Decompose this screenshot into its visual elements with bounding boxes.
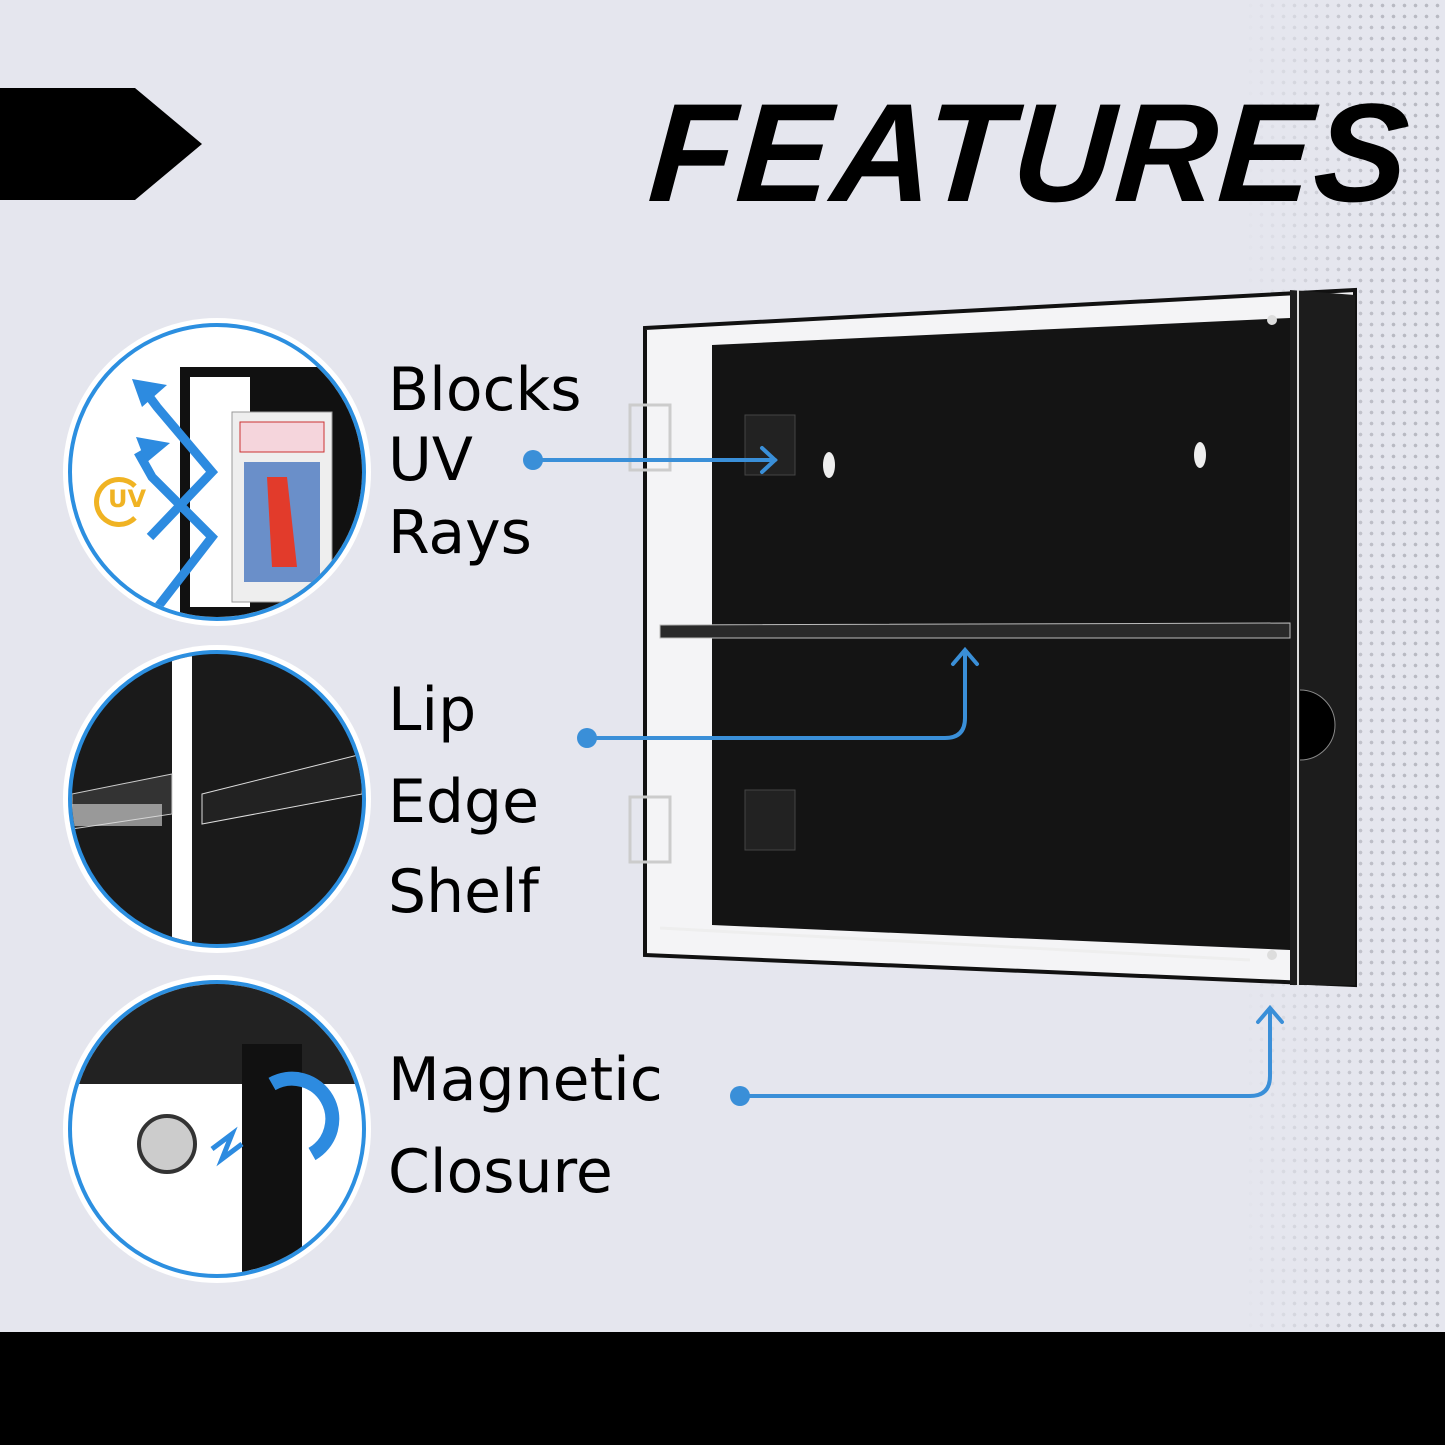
callout-dot	[730, 1086, 750, 1106]
footer-bar	[0, 1332, 1445, 1445]
callout-dot	[523, 450, 543, 470]
callout-line-magnetic	[738, 1008, 1272, 1098]
uv-feature-image: UV	[68, 323, 366, 621]
uv-icon-text: UV	[108, 485, 147, 513]
feature-label-line: Lip	[388, 675, 477, 745]
feature-label-line: UV	[388, 425, 473, 495]
callout-dot	[577, 728, 597, 748]
feature-label-line: Rays	[388, 498, 532, 568]
uv-sun-icon	[94, 477, 144, 527]
feature-label-line: Blocks	[388, 355, 582, 425]
lip-edge-shelf-image	[68, 650, 366, 948]
feature-label-line: Edge	[388, 767, 539, 837]
magnetic-closure-image	[68, 980, 366, 1278]
feature-label-line: Shelf	[388, 857, 539, 927]
feature-label-line: Closure	[388, 1137, 613, 1207]
feature-label-line: Magnetic	[388, 1045, 663, 1115]
callout-line-shelf	[585, 650, 967, 740]
